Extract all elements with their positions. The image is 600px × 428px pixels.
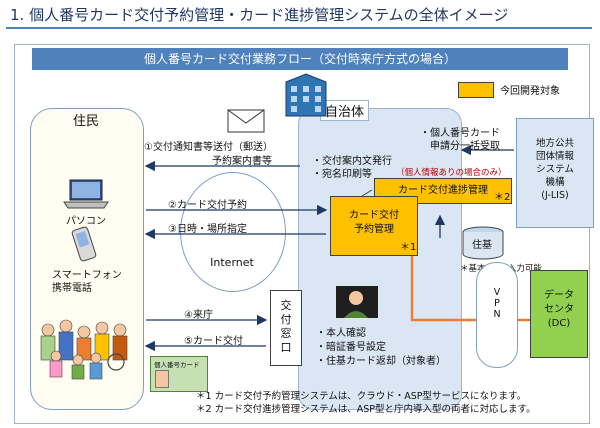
- step-identity-check: ・本人確認: [316, 328, 366, 339]
- task-address-print: ・宛名印刷等: [312, 169, 372, 180]
- window-char-4: 口: [280, 341, 292, 354]
- smartphone-label-2: 携帯電話: [52, 283, 92, 294]
- dc-line-1: データ: [544, 290, 574, 301]
- pc-label: パソコン: [66, 216, 106, 227]
- card-photo-icon: [155, 370, 169, 388]
- progress-management-label: カード交付進捗管理: [398, 185, 488, 196]
- flow-5-label: ⑤カード交付: [184, 336, 243, 347]
- legend-swatch: [458, 82, 494, 98]
- window-char-2: 付: [280, 313, 292, 326]
- step-card-return: ・住基カード返却（対象者）: [316, 356, 446, 367]
- task-issue-guidance: ・交付案内文発行: [312, 156, 392, 167]
- envelope-icon: [227, 109, 265, 133]
- flow-3-label: ③日時・場所指定: [168, 224, 247, 235]
- dc-line-2: センタ: [544, 304, 574, 315]
- jlis-line-2: 団体情報: [535, 151, 574, 162]
- jlis-box: 地方公共 団体情報 システム 機構 (J-LIS): [516, 118, 594, 228]
- title-rule: [6, 27, 592, 29]
- footnote-2: ＊2 カード交付進捗管理システムは、ASP型と庁内導入型の両者に対応します。: [196, 404, 536, 415]
- dc-line-3: (DC): [547, 318, 571, 329]
- progress-mark: ＊2: [494, 192, 511, 203]
- window-char-3: 窓: [280, 327, 292, 340]
- window-char-1: 交: [280, 299, 292, 312]
- footnote-1: ＊1 カード交付予約管理システムは、クラウド・ASP型サービスになります。: [196, 391, 527, 402]
- internet-cloud: [180, 172, 286, 292]
- vpn-tunnel: V P N: [476, 262, 518, 368]
- laptop-icon: [63, 179, 109, 209]
- card-label: 個人番号カード: [154, 361, 200, 369]
- step-pin-setup: ・暗証番号設定: [316, 342, 386, 353]
- reservation-label-2: 予約管理: [354, 224, 394, 235]
- legend-label: 今回開発対象: [500, 86, 560, 97]
- jlis-line-1: 地方公共: [535, 138, 574, 149]
- smartphone-icon: [71, 226, 97, 262]
- flow-2-label: ②カード交付予約: [168, 200, 247, 211]
- flow-banner: 個人番号カード交付業務フロー（交付時来庁方式の場合）: [32, 48, 568, 70]
- residents-title: 住民: [72, 114, 99, 129]
- my-number-card-image: 個人番号カード: [150, 356, 208, 392]
- vpn-char-2: P: [494, 298, 500, 309]
- flow-1-sublabel: 予約案内書等: [212, 156, 272, 167]
- vpn-char-3: N: [493, 309, 501, 320]
- registry-label: 住基: [472, 240, 492, 251]
- footnotes: ＊1 カード交付予約管理システムは、クラウド・ASP型サービスになります。 ＊2…: [196, 390, 536, 416]
- database-icon: [462, 226, 504, 260]
- page-title: 1. 個人番号カード交付予約管理・カード進捗管理システムの全体イメージ: [10, 6, 509, 24]
- flow-1-label: ①交付通知書等送付（郵送）: [144, 142, 273, 153]
- jlis-line-3: システム: [536, 164, 574, 175]
- flow-4-label: ④来庁: [184, 310, 213, 321]
- counter-window-box: 交 付 窓 口: [270, 290, 302, 366]
- internet-label: Internet: [210, 256, 254, 269]
- municipality-panel: [298, 108, 462, 410]
- jlis-line-5: (J-LIS): [541, 190, 569, 201]
- people-group-icon: [40, 319, 128, 380]
- government-building-icon: [285, 73, 327, 117]
- vpn-char-1: V: [493, 287, 501, 298]
- personal-info-note: （個人情報ありの場合のみ）: [396, 168, 507, 178]
- bulk-receive-2: 申請分一括受取: [430, 141, 500, 152]
- smartphone-label-1: スマートフォン: [52, 270, 122, 281]
- clerk-icon: [336, 286, 378, 318]
- reservation-mark: ＊1: [400, 242, 417, 253]
- municipality-title: 自治体: [320, 100, 370, 121]
- jlis-line-4: 機構: [545, 177, 565, 188]
- bulk-receive-1: ・個人番号カード: [420, 128, 500, 139]
- reservation-management-box: カード交付 予約管理: [330, 196, 418, 256]
- data-center-box: データ センタ (DC): [530, 270, 588, 358]
- reservation-label-1: カード交付: [349, 210, 399, 221]
